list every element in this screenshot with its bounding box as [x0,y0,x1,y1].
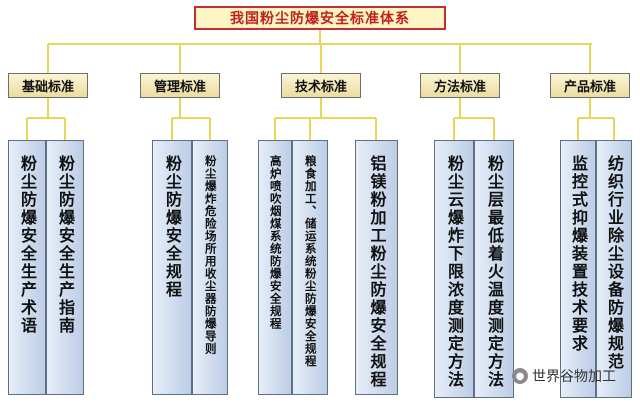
standard-name: 纺织行业除尘设备防爆规范 [605,155,624,371]
standard-technical-2: 粮食加工、储运系统粉尘防爆安全规程 [292,140,328,395]
category-method: 方法标准 [420,73,500,98]
category-label: 方法标准 [433,80,486,95]
standard-management-1: 粉尘防爆安全规程 [152,140,192,395]
standard-name: 粉尘层最低着火温度测定方法 [485,155,504,389]
diagram-title-text: 我国粉尘防爆安全标准体系 [230,11,410,27]
standard-name: 粮食加工、储运系统粉尘防爆安全规程 [303,155,318,368]
wechat-icon: ● [512,368,528,384]
category-label: 产品标准 [563,80,616,95]
standard-basic-1: 粉尘防爆安全生产术语 [8,140,46,395]
category-product: 产品标准 [550,73,630,98]
standard-technical-3: 铝镁粉加工粉尘防爆安全规程 [355,140,398,395]
standard-name: 粉尘防爆安全生产指南 [56,155,75,335]
standard-name: 粉尘防爆安全生产术语 [18,155,37,335]
standard-name: 粉尘防爆安全规程 [163,155,182,299]
standard-method-1: 粉尘云爆炸下限浓度测定方法 [434,140,474,398]
standard-management-2: 粉尘爆炸危险场所用收尘器防爆导则 [192,140,228,395]
standard-name: 高炉喷吹烟煤系统防爆安全规程 [268,155,283,330]
standard-basic-2: 粉尘防爆安全生产指南 [46,140,84,395]
standard-product-2: 纺织行业除尘设备防爆规范 [596,140,632,398]
category-label: 管理标准 [153,80,206,95]
category-technical: 技术标准 [281,73,361,98]
standard-name: 粉尘云爆炸下限浓度测定方法 [445,155,464,389]
standard-name: 粉尘爆炸危险场所用收尘器防爆导则 [203,155,218,355]
category-label: 基础标准 [21,80,74,95]
category-label: 技术标准 [294,80,347,95]
standard-product-1: 监控式抑爆装置技术要求 [560,140,596,398]
standard-technical-1: 高炉喷吹烟煤系统防爆安全规程 [258,140,292,395]
standard-method-2: 粉尘层最低着火温度测定方法 [474,140,514,398]
watermark: ● 世界谷物加工 [512,366,616,386]
diagram-title: 我国粉尘防爆安全标准体系 [194,6,446,30]
watermark-text: 世界谷物加工 [532,369,616,385]
category-management: 管理标准 [140,73,220,98]
standard-name: 监控式抑爆装置技术要求 [569,155,588,353]
category-basic: 基础标准 [8,73,88,98]
standard-name: 铝镁粉加工粉尘防爆安全规程 [367,155,387,389]
